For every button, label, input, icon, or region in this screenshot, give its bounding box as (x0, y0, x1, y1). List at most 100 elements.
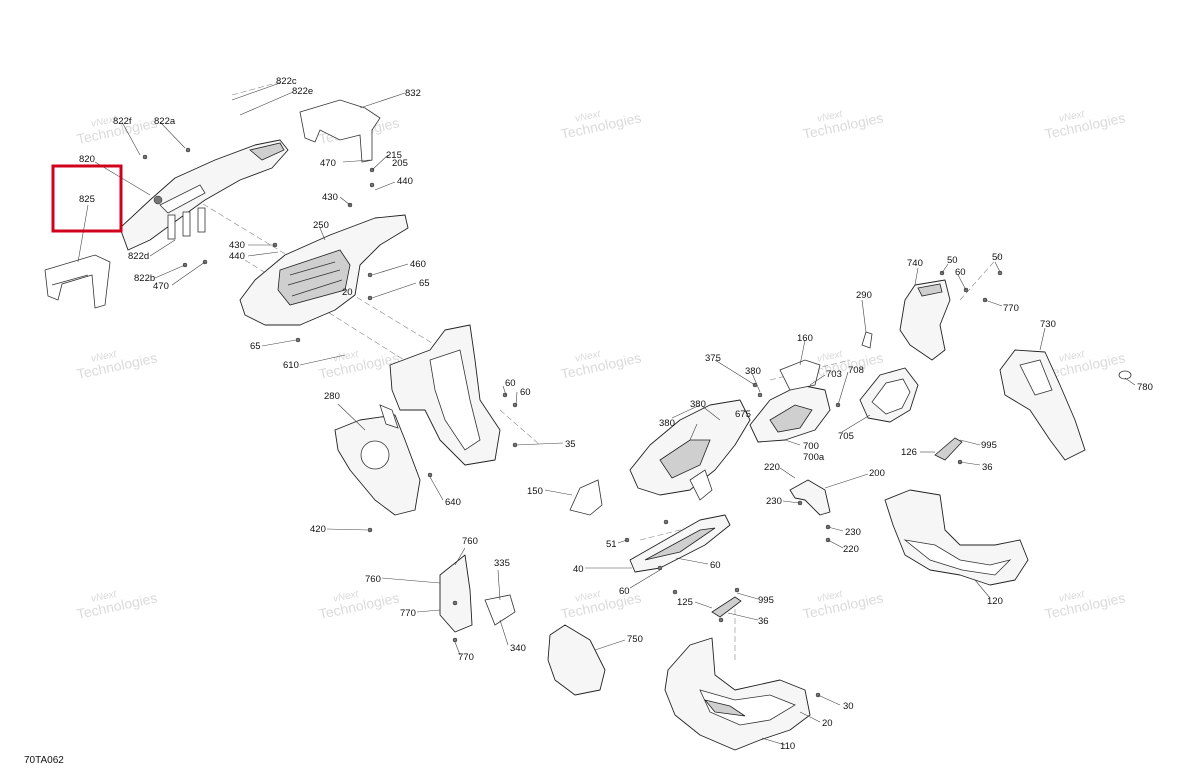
callout-label: 610 (283, 360, 299, 371)
watermark: vNext (574, 109, 602, 125)
callout-label: 705 (838, 431, 854, 442)
watermark: vNext (90, 589, 118, 605)
part-footwell-right (884, 489, 1029, 586)
callout-label: 65 (419, 278, 430, 289)
callout-label: 120 (987, 596, 1003, 607)
part-headlight-ring (859, 367, 919, 423)
callout-label: 440 (229, 251, 245, 262)
watermark: vNext (90, 349, 118, 365)
watermark: vNext (332, 589, 360, 605)
callout-label: 380 (659, 418, 675, 429)
watermark: Technologies (559, 349, 642, 382)
callout-label: 380 (745, 366, 761, 377)
part-side-deflector (439, 554, 516, 633)
callout-label: 335 (494, 558, 510, 569)
part-small-cover (569, 479, 603, 516)
callout-label: 230 (766, 496, 782, 507)
watermark: vNext (90, 114, 118, 130)
callout-label: 822e (292, 86, 313, 97)
callout-label: 110 (780, 741, 795, 752)
callout-label: 822c (276, 76, 297, 87)
callout-label: 430 (322, 192, 338, 203)
callout-label: 36 (758, 616, 769, 627)
callout-label: 760 (365, 574, 381, 585)
part-grab-handle (44, 254, 111, 309)
callout-label: 770 (458, 652, 474, 663)
callout-label: 832 (405, 88, 421, 99)
callout-label: 640 (445, 497, 461, 508)
callout-label: 700a (803, 452, 825, 463)
watermark: vNext (1058, 589, 1086, 605)
callout-label: 740 (907, 258, 923, 269)
callout-label: 770 (400, 608, 416, 619)
watermark: Technologies (559, 589, 642, 622)
callout-label: 675 (735, 409, 751, 420)
callout-label: 822f (113, 116, 132, 127)
callout-label: 60 (619, 586, 630, 597)
callout-label: 703 (826, 369, 842, 380)
part-grommet (1118, 370, 1132, 380)
watermark: Technologies (801, 109, 884, 142)
part-side-panel (334, 404, 421, 516)
callout-label: 420 (310, 524, 326, 535)
callout-label: 35 (565, 439, 576, 450)
callout-label: 780 (1137, 382, 1153, 393)
callout-label: 430 (229, 240, 245, 251)
callout-label: 36 (982, 462, 993, 473)
callout-label: 440 (397, 176, 413, 187)
callout-label: 215 (386, 150, 402, 161)
callout-label: 340 (510, 643, 526, 654)
callout-labels: 822c 822e 832 822f 822a 820 825 215 205 … (79, 76, 1153, 752)
watermark: vNext (1058, 349, 1086, 365)
watermark: Technologies (317, 589, 400, 622)
watermark: vNext (816, 589, 844, 605)
callout-label: 230 (845, 527, 861, 538)
watermark: vNext (816, 109, 844, 125)
callout-label: 126 (901, 447, 917, 458)
callout-label: 995 (758, 595, 774, 606)
callout-label: 220 (843, 544, 859, 555)
callout-label: 205 (392, 158, 408, 169)
watermark: Technologies (317, 349, 400, 382)
watermark: vNext (1058, 109, 1086, 125)
callout-label: 770 (1003, 303, 1019, 314)
callout-label: 380 (690, 399, 706, 410)
part-footwell-left (664, 637, 811, 751)
callout-label: 51 (606, 539, 617, 550)
part-rear-fascia (239, 214, 409, 326)
part-front-side-panel (899, 279, 951, 361)
figure-code: 70TA062 (24, 755, 64, 766)
callout-label: 375 (705, 353, 721, 364)
watermark: Technologies (1043, 589, 1126, 622)
watermark: vNext (574, 589, 602, 605)
part-step-bar (629, 514, 731, 573)
callout-label: 60 (955, 267, 966, 278)
part-rear-rack (119, 139, 289, 251)
callout-label: 820 (79, 154, 95, 165)
callout-label: 20 (342, 287, 353, 298)
callout-label: 995 (981, 440, 997, 451)
callout-label: 150 (527, 486, 543, 497)
watermark: vNext (574, 349, 602, 365)
callout-label: 822d (128, 251, 149, 262)
callout-label: 50 (992, 252, 1003, 263)
part-clip-bar-upper (934, 437, 963, 461)
part-clip-bar-lower (711, 596, 742, 618)
callout-label: 290 (856, 290, 872, 301)
part-rod (861, 331, 873, 349)
leader-lines (77, 82, 1136, 746)
callout-label: 250 (313, 220, 329, 231)
callout-label: 470 (153, 281, 169, 292)
part-center-tunnel (389, 324, 501, 466)
part-front-bracket (789, 479, 831, 516)
watermark: Technologies (75, 349, 158, 382)
part-instrument-cluster (749, 384, 831, 443)
callout-label: 160 (797, 333, 813, 344)
callout-highlight-box[interactable] (51, 164, 123, 233)
callout-label: 220 (764, 462, 780, 473)
callout-label: 760 (462, 536, 478, 547)
part-front-fender-right (999, 349, 1086, 461)
callout-label: 200 (869, 468, 885, 479)
callout-label: 822b (134, 273, 155, 284)
